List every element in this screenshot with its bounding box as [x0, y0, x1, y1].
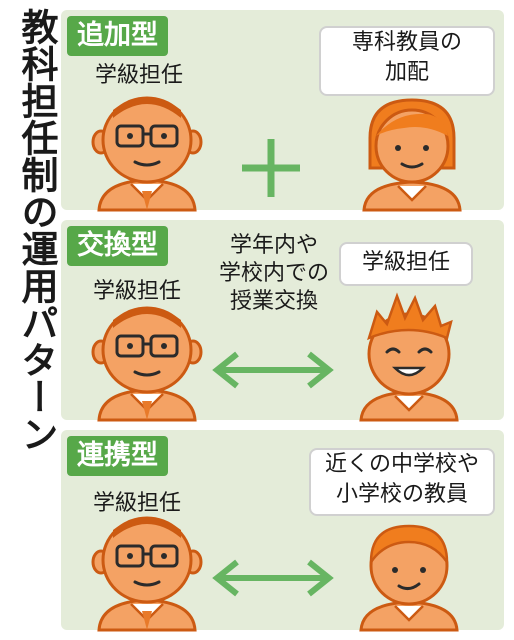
caption-line: 学年内や — [229, 233, 318, 258]
bubble-line: 専科教員の — [351, 30, 462, 55]
plus-icon — [242, 139, 300, 197]
nearby-school-teacher-figure — [359, 524, 459, 632]
homeroom-teacher-figure — [91, 306, 203, 422]
homeroom-teacher-figure — [91, 96, 203, 212]
panel-cooperation: 連携型 学級担任 近くの中学校や 小学校の教員 — [61, 430, 504, 632]
homeroom-teacher-label: 学級担任 — [95, 63, 184, 88]
class-exchange-caption: 学年内や 学校内での 授業交換 — [199, 232, 349, 316]
caption-line: 学校内での — [218, 261, 329, 286]
bubble-line: 近くの中学校や — [324, 452, 479, 477]
panel-exchange: 交換型 学級担任 学年内や 学校内での 授業交換 学級担任 — [61, 220, 504, 422]
panel-tag: 連携型 — [67, 436, 168, 476]
nearby-school-teacher-bubble: 近くの中学校や 小学校の教員 — [309, 448, 495, 516]
homeroom-teacher-spiky-figure — [359, 292, 459, 422]
specialist-teacher-bubble: 専科教員の 加配 — [319, 26, 495, 96]
specialist-teacher-figure — [362, 98, 462, 212]
double-arrow-icon — [212, 351, 334, 389]
bubble-line: 小学校の教員 — [335, 482, 468, 507]
caption-line: 授業交換 — [229, 289, 318, 314]
bubble-line: 加配 — [384, 60, 429, 85]
homeroom-teacher-label: 学級担任 — [93, 279, 182, 304]
homeroom-teacher-figure — [91, 516, 203, 632]
panel-addition: 追加型 学級担任 専科教員の 加配 — [61, 10, 504, 212]
panel-tag: 交換型 — [67, 226, 168, 266]
homeroom-teacher-label: 学級担任 — [93, 491, 182, 516]
panel-tag: 追加型 — [67, 16, 168, 56]
double-arrow-icon — [212, 559, 334, 597]
diagram-title: 教科担任制の運用パターン — [15, 8, 58, 452]
homeroom-teacher-bubble: 学級担任 — [339, 242, 473, 286]
